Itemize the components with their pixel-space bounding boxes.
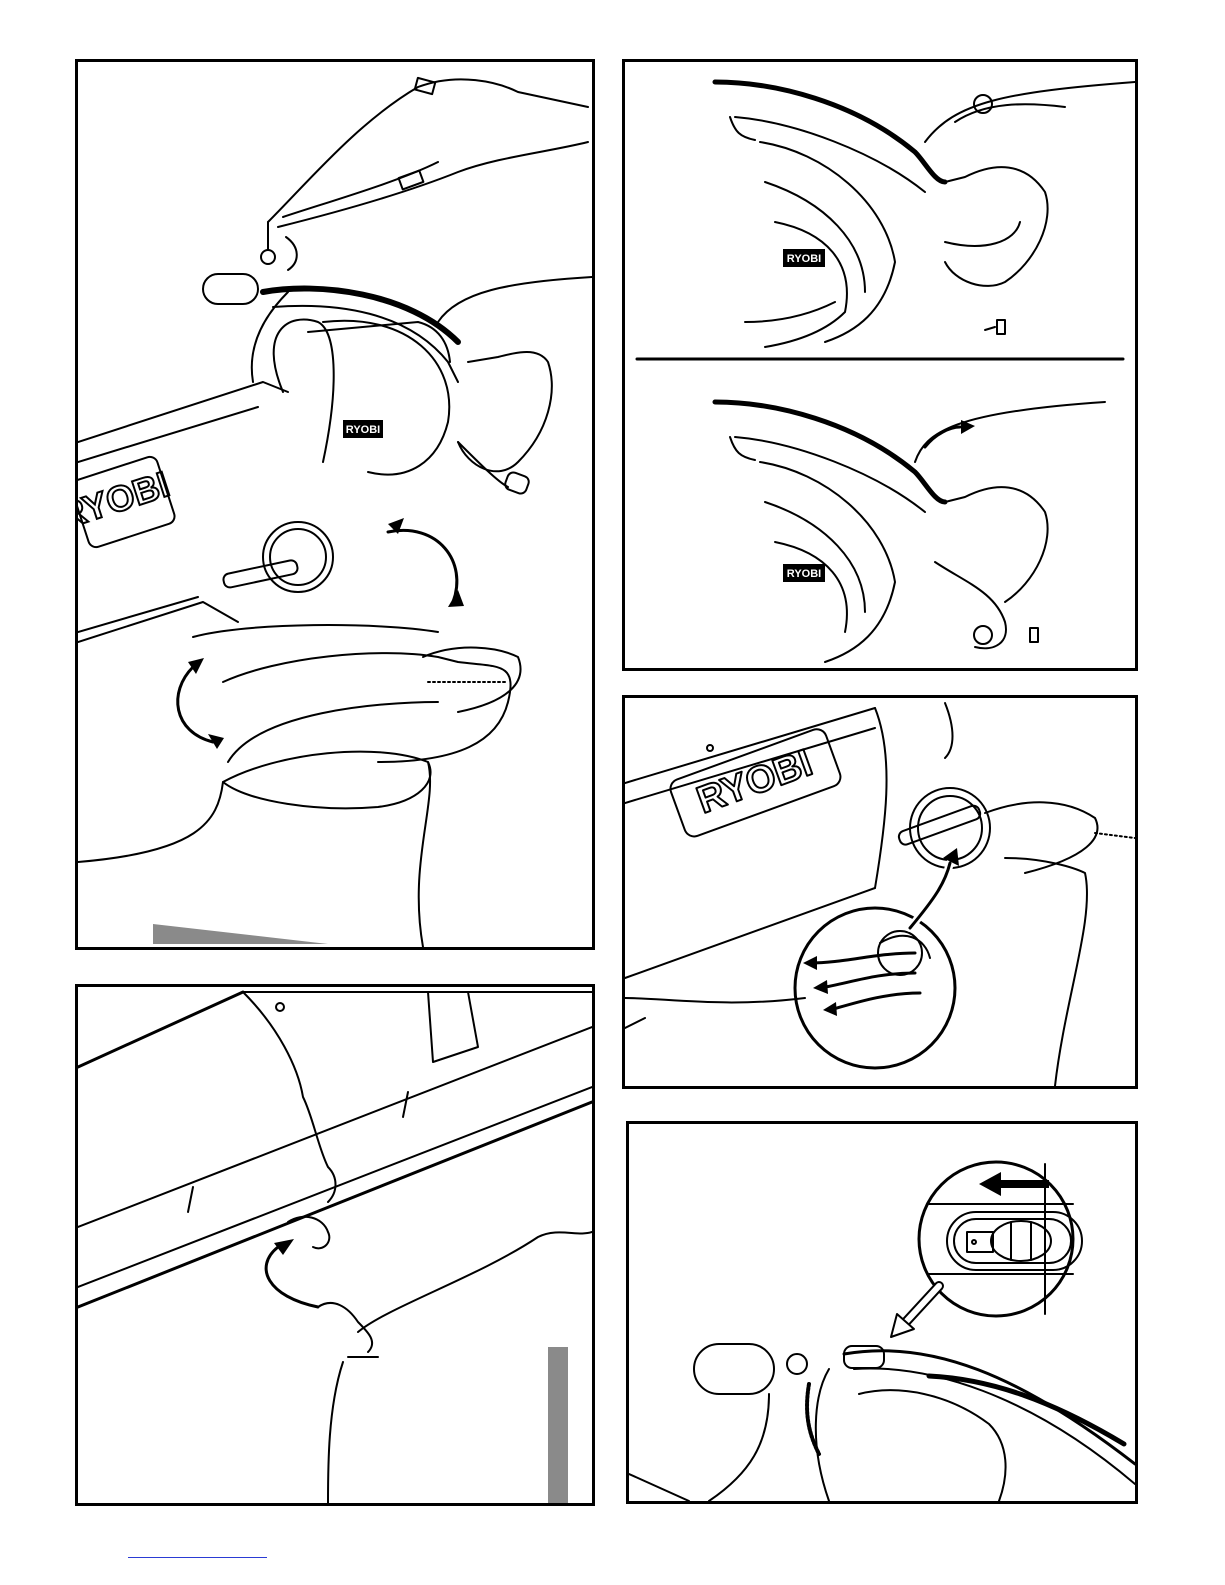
figure-cord-retainer: RYOBI RYOBI bbox=[622, 59, 1138, 671]
cord-retainer-illustration: RYOBI RYOBI bbox=[625, 62, 1135, 668]
bag-clip-illustration bbox=[78, 987, 592, 1503]
figure-selector-dial: RYOBI bbox=[622, 695, 1138, 1089]
plug bbox=[997, 320, 1005, 334]
brand-logo-text: RYOBI bbox=[787, 253, 821, 265]
curved-arrow-icon bbox=[266, 1247, 318, 1307]
selector-dial bbox=[263, 522, 333, 592]
print-mark bbox=[153, 924, 328, 944]
plug bbox=[1030, 628, 1038, 642]
speed-switch-illustration bbox=[629, 1124, 1135, 1501]
rotation-arrow-icon bbox=[178, 667, 213, 742]
handle-grip bbox=[694, 1344, 774, 1394]
rotation-arrow-icon bbox=[388, 530, 457, 602]
brand-logo-text: RYOBI bbox=[787, 568, 821, 580]
figure-bag-clip bbox=[75, 984, 595, 1506]
figure-speed-switch bbox=[626, 1121, 1138, 1504]
figure-strap-and-bag-attach: RYOBI RYOBI bbox=[75, 59, 595, 950]
brand-tube-lettering: RYOBI bbox=[692, 742, 818, 822]
blower-vacuum-illustration: RYOBI RYOBI bbox=[78, 62, 592, 947]
brand-logo-text: RYOBI bbox=[346, 424, 380, 436]
rotation-arrow-icon bbox=[286, 237, 297, 270]
shoulder-strap bbox=[268, 79, 588, 222]
print-mark bbox=[548, 1347, 568, 1503]
footer-underline bbox=[128, 1557, 267, 1558]
pointer-arrow-icon bbox=[904, 1286, 939, 1324]
selector-dial-illustration: RYOBI bbox=[625, 698, 1135, 1086]
airflow-arrows-icon bbox=[810, 953, 915, 963]
